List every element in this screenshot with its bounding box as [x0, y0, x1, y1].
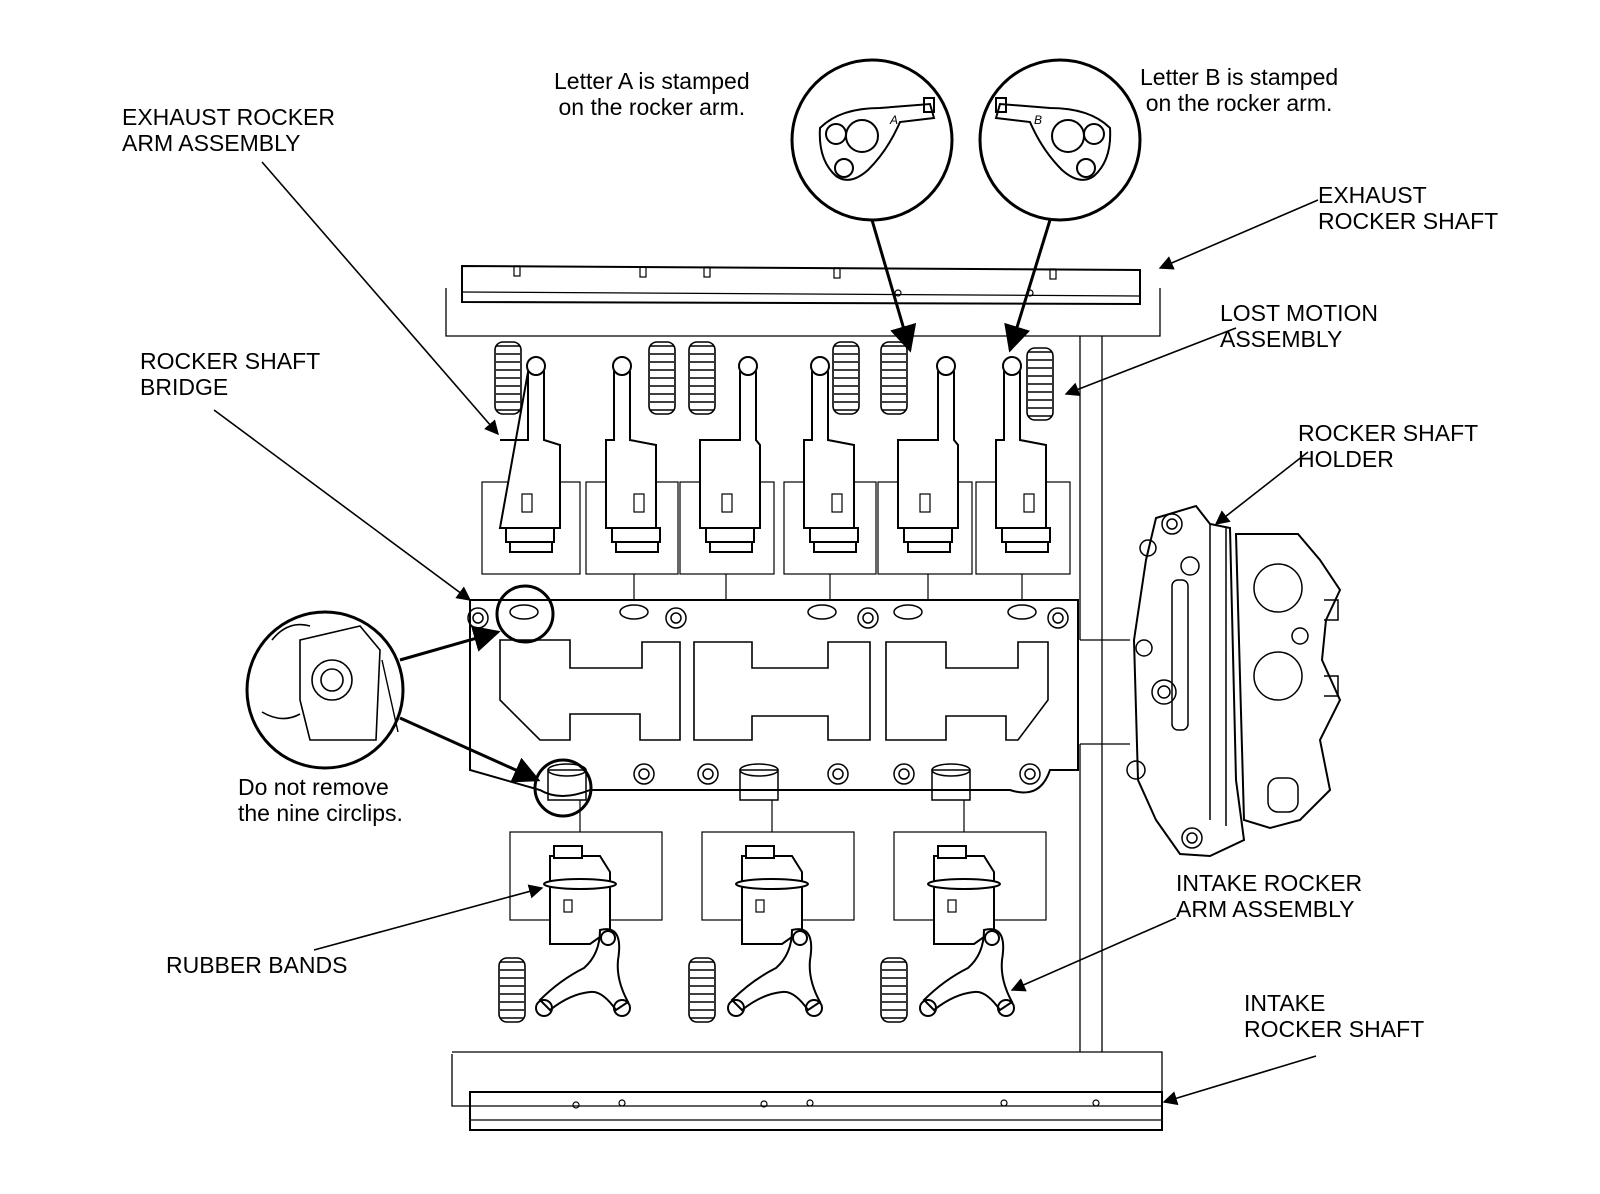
- assembly-guide-lines: [445, 288, 1163, 1107]
- exhaust-rocker-arm-assemblies: [481, 356, 1071, 600]
- circlip-detail-circle: [245, 610, 405, 770]
- label-circlip-note: Do not remove the nine circlips.: [238, 774, 403, 826]
- rocker-shaft-bridge: [467, 599, 1079, 801]
- lost-motion-springs: [494, 341, 1054, 421]
- label-intake-rocker-shaft: INTAKE ROCKER SHAFT: [1244, 990, 1425, 1042]
- circlip-highlight-bottom: [533, 758, 593, 818]
- label-rubber-bands: RUBBER BANDS: [166, 952, 348, 978]
- label-letter-a-note: Letter A is stamped on the rocker arm.: [554, 68, 750, 120]
- label-exhaust-rocker-arm-assembly: EXHAUST ROCKER ARM ASSEMBLY: [122, 104, 336, 156]
- circlip-highlight-top: [495, 584, 555, 644]
- leader-lines: [213, 161, 1319, 1106]
- label-intake-rocker-arm-assembly: INTAKE ROCKER ARM ASSEMBLY: [1176, 870, 1363, 922]
- intake-rocker-arm-assemblies: [509, 800, 1047, 1017]
- rocker-shaft-holder: [1126, 504, 1342, 858]
- label-letter-b-note: Letter B is stamped on the rocker arm.: [1140, 64, 1339, 116]
- detail-circle-b: [978, 58, 1142, 222]
- label-rocker-shaft-holder: ROCKER SHAFT HOLDER: [1298, 420, 1479, 472]
- label-lost-motion-assembly: LOST MOTION ASSEMBLY: [1220, 300, 1379, 352]
- intake-rocker-shaft: [469, 1091, 1163, 1131]
- intake-springs: [498, 957, 908, 1023]
- label-exhaust-rocker-shaft: EXHAUST ROCKER SHAFT: [1318, 182, 1499, 234]
- detail-circle-a: [790, 58, 954, 222]
- label-rocker-shaft-bridge: ROCKER SHAFT BRIDGE: [140, 348, 321, 400]
- stamp-letter-a: A: [889, 113, 898, 127]
- exhaust-rocker-shaft: [461, 264, 1141, 306]
- stamp-letter-b: B: [1034, 113, 1042, 127]
